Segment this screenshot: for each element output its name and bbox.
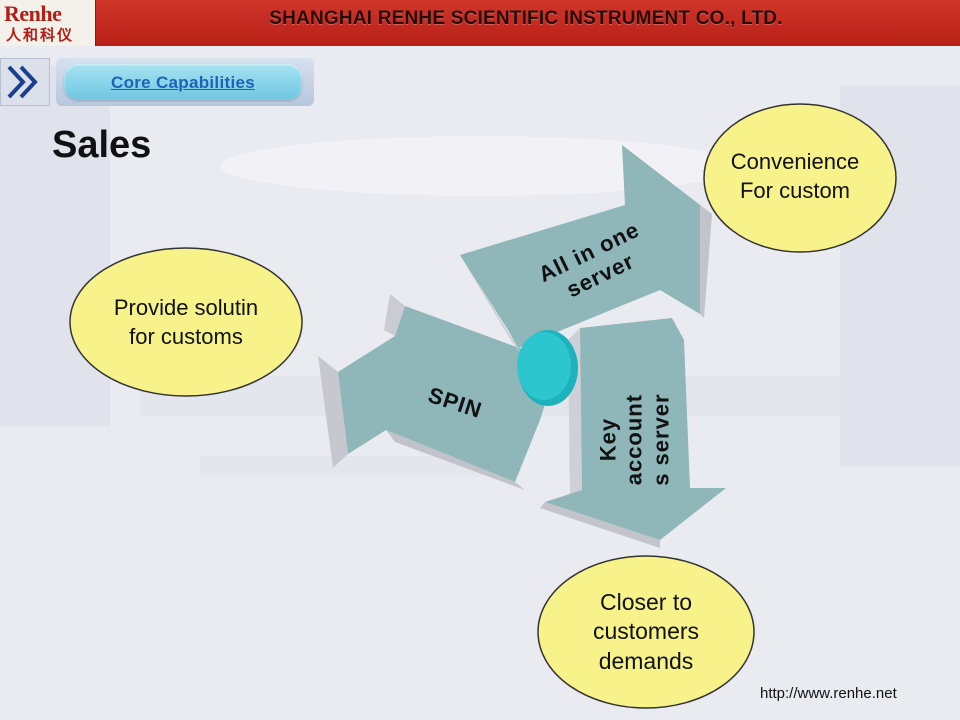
page-title: Sales: [52, 124, 152, 166]
company-title: SHANGHAI RENHE SCIENTIFIC INSTRUMENT CO.…: [269, 8, 783, 29]
ellipse-label-convenience: Convenience For custom: [700, 148, 890, 205]
logo-chinese-text: 人和科仪: [6, 26, 75, 44]
ellipse-provide-solution: [69, 247, 303, 397]
ellipse-label-line: for customs: [129, 323, 243, 349]
arrow-label-line: Key: [595, 417, 621, 462]
ellipse-label-closer-to-customers: Closer to customers demands: [540, 588, 752, 676]
ellipse-convenience: [703, 103, 897, 253]
arrow-label-line: account: [621, 393, 647, 486]
ellipse-label-line: For custom: [739, 177, 851, 203]
company-logo: Renhe 人和科仪: [0, 0, 96, 46]
double-chevron-right-icon: [0, 58, 50, 106]
ellipse-label-line: Closer to: [599, 589, 693, 615]
ellipse-label-line: Provide solutin: [113, 295, 259, 320]
arrow-key-accounts: [540, 318, 726, 548]
tab-frame: Core Capabilities: [56, 58, 314, 106]
arrow-label-line: s server: [648, 393, 674, 486]
section-nav: Core Capabilities: [0, 58, 320, 108]
arrow-all-in-one: [460, 145, 712, 355]
arrow-spin: [318, 294, 556, 490]
core-capabilities-tab[interactable]: Core Capabilities: [64, 64, 302, 100]
header-bar: Renhe 人和科仪 SHANGHAI RENHE SCIENTIFIC INS…: [0, 0, 960, 46]
ellipse-label-line: demands: [598, 647, 694, 674]
logo-wordmark: Renhe: [4, 1, 62, 26]
ellipse-label-line: Convenience: [730, 149, 860, 174]
arrow-label-key-accounts: Key account s server: [595, 365, 674, 515]
footer-url[interactable]: http://www.renhe.net: [760, 685, 897, 702]
ellipse-label-line: customers: [592, 618, 700, 645]
ellipse-closer-to-customers: [537, 555, 755, 709]
tab-label[interactable]: Core Capabilities: [111, 73, 255, 92]
ellipse-label-provide-solution: Provide solutin for customs: [72, 294, 300, 351]
hub-cylinder: [517, 332, 571, 400]
